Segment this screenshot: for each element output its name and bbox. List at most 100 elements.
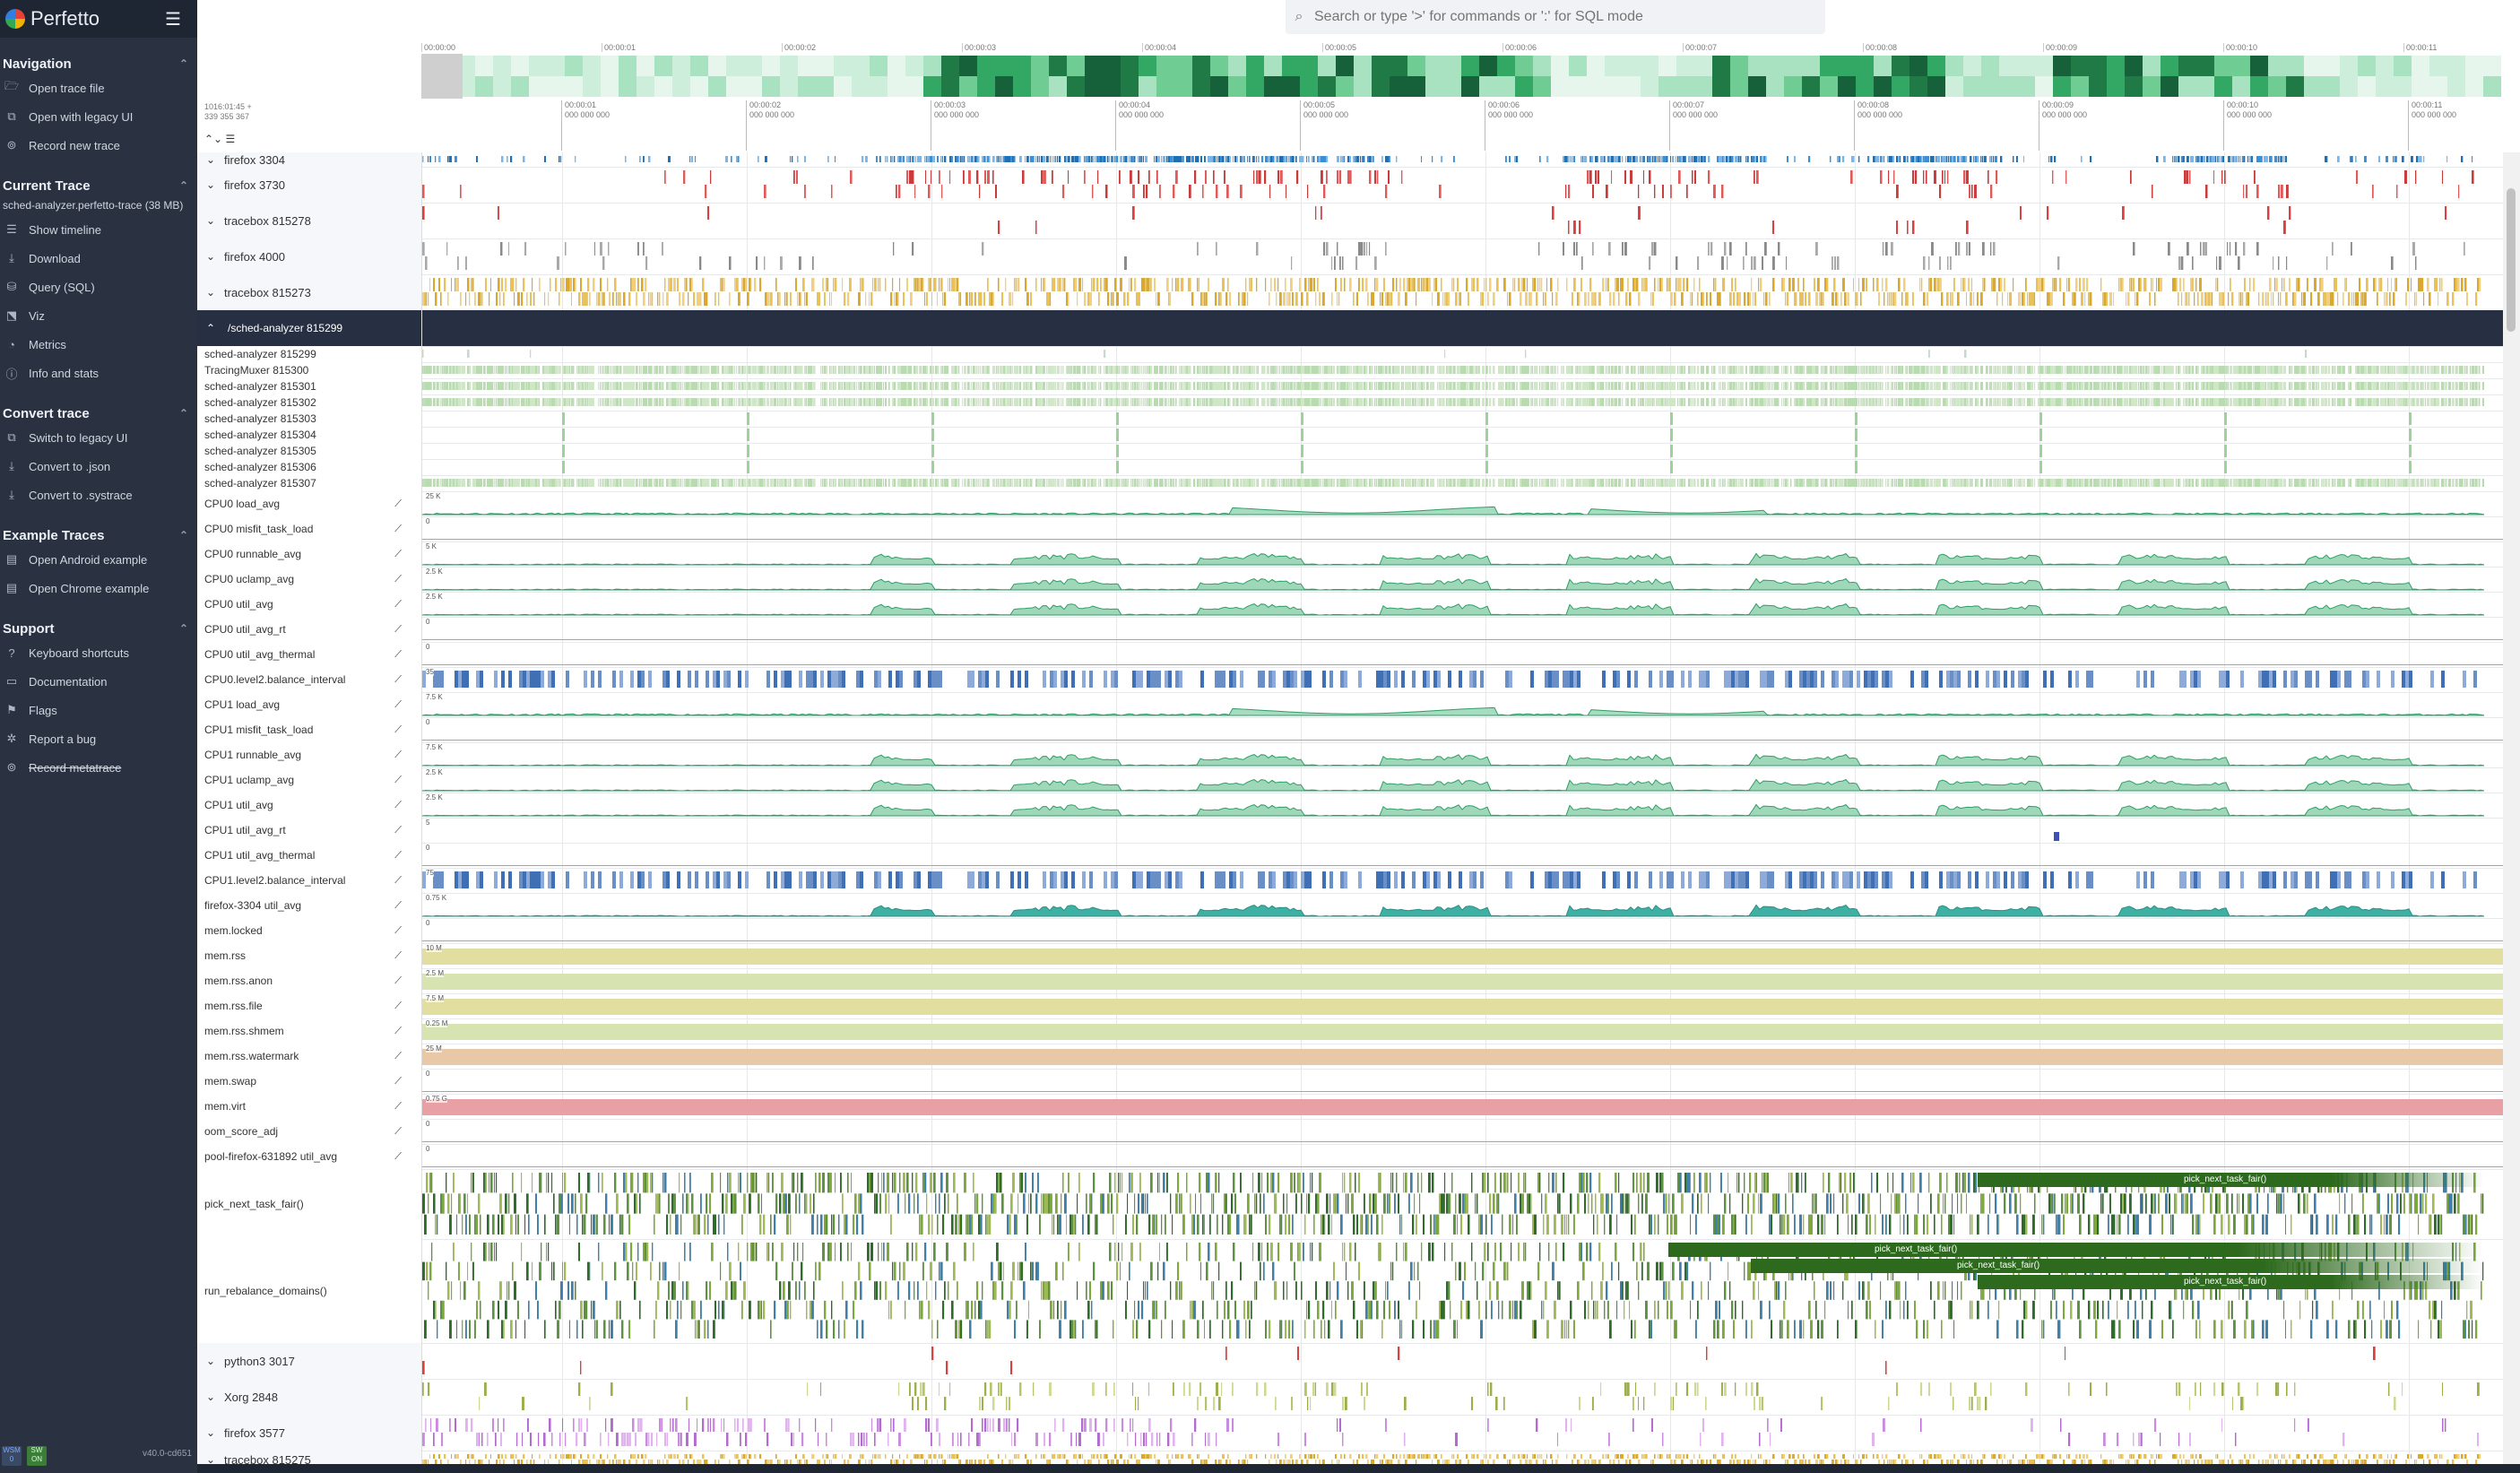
slice[interactable] <box>1555 366 1557 374</box>
sidebar-item-open-trace-file[interactable]: 🗁Open trace file <box>0 74 197 102</box>
slice[interactable] <box>1473 382 1475 390</box>
slice[interactable] <box>1928 278 1931 291</box>
slice[interactable] <box>1353 292 1355 306</box>
slice[interactable] <box>1915 170 1918 184</box>
slice[interactable] <box>797 398 800 406</box>
slice[interactable] <box>1864 398 1866 406</box>
slice[interactable] <box>991 292 993 306</box>
slice[interactable] <box>1882 278 1884 291</box>
slice[interactable] <box>1934 398 1935 406</box>
slice[interactable] <box>1935 366 1938 374</box>
sidebar-item-query-sql[interactable]: ⛁Query (SQL) <box>0 273 197 301</box>
slice[interactable] <box>1677 156 1679 162</box>
slice[interactable] <box>1883 242 1884 256</box>
slice[interactable] <box>1276 292 1277 306</box>
slice[interactable] <box>485 366 487 374</box>
slice[interactable] <box>1609 156 1612 162</box>
slice[interactable] <box>1280 170 1283 184</box>
slice[interactable] <box>2278 156 2280 162</box>
slice[interactable] <box>2018 366 2021 374</box>
slice[interactable] <box>756 382 758 390</box>
slice[interactable] <box>2086 366 2089 374</box>
slice[interactable] <box>714 292 716 306</box>
slice[interactable] <box>460 366 462 374</box>
slice[interactable] <box>1961 366 1962 374</box>
slice[interactable] <box>1622 398 1624 406</box>
slice[interactable] <box>1315 206 1317 220</box>
slice[interactable] <box>829 382 831 390</box>
slice[interactable] <box>1947 256 1949 270</box>
slice[interactable] <box>598 366 600 374</box>
slice[interactable] <box>648 366 651 374</box>
slice[interactable] <box>1817 382 1819 390</box>
slice[interactable] <box>1202 398 1204 406</box>
slice[interactable] <box>1740 156 1742 162</box>
slice[interactable] <box>1652 292 1654 306</box>
slice[interactable] <box>1580 382 1582 390</box>
slice[interactable] <box>2287 292 2289 306</box>
slice[interactable] <box>1987 170 1989 184</box>
slice[interactable] <box>1808 366 1810 374</box>
slice[interactable] <box>1878 156 1880 162</box>
slice[interactable] <box>2464 242 2465 256</box>
slice[interactable] <box>1175 398 1177 406</box>
slice[interactable] <box>1527 398 1529 406</box>
slice[interactable] <box>1751 382 1754 390</box>
slice[interactable] <box>2007 382 2009 390</box>
track-shell[interactable]: ⌄tracebox 815273 <box>197 274 422 310</box>
slice[interactable] <box>515 278 517 291</box>
slice[interactable] <box>1349 156 1352 162</box>
slice[interactable] <box>1130 156 1132 162</box>
slice[interactable] <box>670 398 671 406</box>
slice[interactable] <box>1622 156 1624 162</box>
slice[interactable] <box>1799 292 1802 306</box>
slice[interactable] <box>1618 156 1621 162</box>
slice[interactable] <box>1966 242 1969 256</box>
slice[interactable] <box>616 366 619 374</box>
slice[interactable] <box>1205 170 1207 184</box>
slice[interactable] <box>2249 382 2252 390</box>
slice[interactable] <box>1018 278 1020 291</box>
slice[interactable] <box>1950 382 1952 390</box>
slice[interactable] <box>1084 382 1087 390</box>
slice[interactable] <box>2143 278 2146 291</box>
slice[interactable] <box>1993 278 1995 291</box>
slice[interactable] <box>1485 382 1488 390</box>
slice[interactable] <box>661 382 663 390</box>
slice[interactable] <box>951 156 953 162</box>
slice[interactable] <box>1130 398 1132 406</box>
slice[interactable] <box>1364 242 1366 256</box>
slice[interactable] <box>939 278 940 291</box>
slice[interactable] <box>2219 382 2221 390</box>
slice[interactable] <box>1213 382 1216 390</box>
slice[interactable] <box>1952 292 1953 306</box>
slice[interactable] <box>2206 292 2209 306</box>
slice[interactable] <box>1957 292 1960 306</box>
slice[interactable] <box>2283 278 2285 291</box>
slice[interactable] <box>1426 278 1429 291</box>
slice[interactable] <box>822 398 824 406</box>
slice[interactable] <box>1175 366 1177 374</box>
slice[interactable] <box>1267 156 1269 162</box>
slice[interactable] <box>1096 156 1099 162</box>
slice[interactable] <box>602 256 605 270</box>
slice[interactable] <box>958 398 960 406</box>
slice[interactable] <box>1952 366 1953 374</box>
slice[interactable] <box>1053 156 1055 162</box>
slice[interactable] <box>1068 156 1070 162</box>
slice[interactable] <box>456 278 459 291</box>
slice[interactable] <box>1545 292 1546 306</box>
slice[interactable] <box>1457 382 1459 390</box>
slice[interactable] <box>1858 156 1860 162</box>
slice[interactable] <box>2312 382 2315 390</box>
slice[interactable] <box>1532 398 1534 406</box>
slice[interactable] <box>1652 156 1654 162</box>
slice[interactable] <box>1857 292 1858 306</box>
slice[interactable] <box>2387 278 2389 291</box>
slice[interactable] <box>508 382 511 390</box>
slice[interactable] <box>992 382 995 390</box>
slice[interactable] <box>1910 366 1913 374</box>
slice[interactable] <box>1392 278 1395 291</box>
slice[interactable] <box>1530 382 1533 390</box>
slice[interactable] <box>1200 156 1203 162</box>
